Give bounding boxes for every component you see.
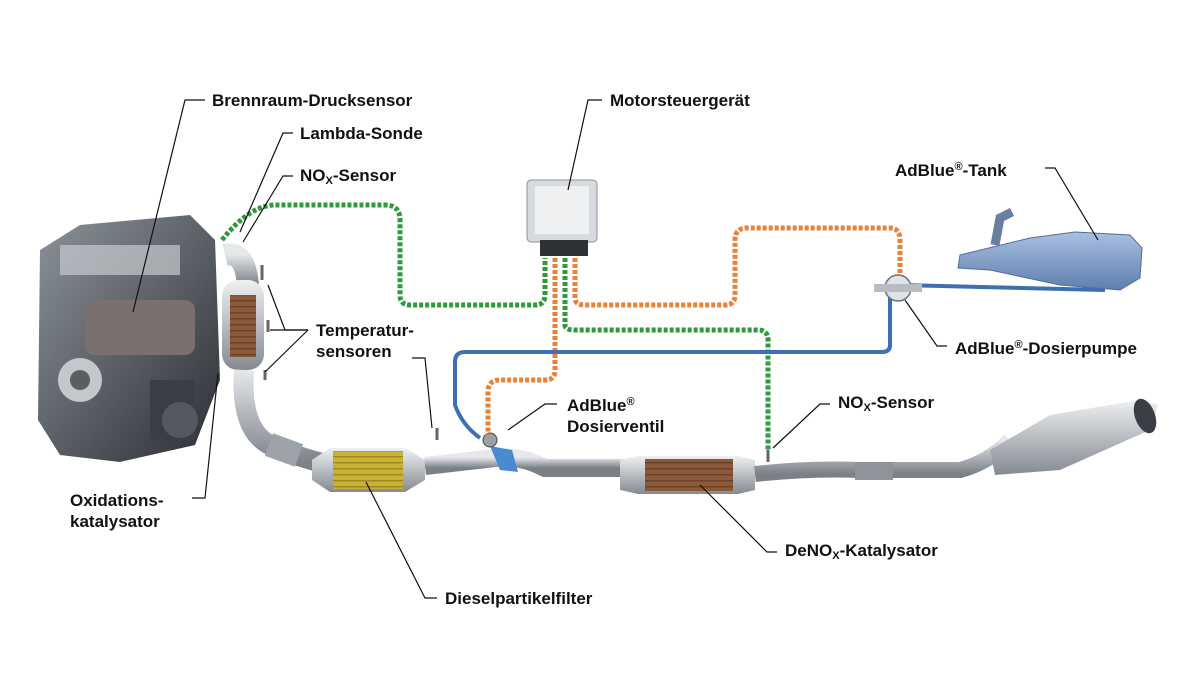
- label-oxidationskatalysator: Oxidations-katalysator: [70, 491, 164, 531]
- green-wire-nox-sensor: [220, 202, 548, 308]
- orange-wire-dosing-pump: [572, 225, 903, 308]
- label-adblue-dosierpumpe: AdBlue®-Dosierpumpe: [955, 339, 1137, 358]
- dpf-icon: [312, 448, 425, 492]
- rear-flex-joint: [855, 462, 893, 480]
- engine-icon: [38, 215, 220, 462]
- label-denox-katalysator: DeNOX-Katalysator: [785, 541, 938, 562]
- label-dieselpartikelfilter: Dieselpartikelfilter: [445, 589, 593, 608]
- dosing-valve-icon: [482, 432, 518, 472]
- orange-wire-dosing-valve: [485, 258, 558, 435]
- adblue-supply-line: [899, 283, 1106, 292]
- label-brennraum-drucksensor: Brennraum-Drucksensor: [212, 91, 413, 110]
- adblue-tank-icon: [957, 207, 1143, 291]
- label-adblue-tank: AdBlue®-Tank: [895, 161, 1007, 180]
- label-temperatursensoren: Temperatur-sensoren: [316, 321, 414, 361]
- label-lambda-sonde: Lambda-Sonde: [300, 124, 423, 143]
- exhaust-pipe-mid: [423, 448, 625, 477]
- label-nox-sensor-rear: NOX-Sensor: [838, 393, 935, 414]
- denox-catalyst-icon: [620, 456, 755, 494]
- label-nox-sensor-front: NOX-Sensor: [300, 166, 397, 187]
- dosing-pump-icon: [874, 274, 922, 302]
- flex-joint: [264, 433, 304, 467]
- oxidation-catalyst-icon: [222, 280, 264, 370]
- leader-lines: [132, 99, 1099, 599]
- green-wire-nox-sensor-rear: [562, 258, 771, 450]
- label-motorsteuergeraet: Motorsteuergerät: [610, 91, 750, 110]
- label-adblue-dosierventil: AdBlue®Dosierventil: [567, 396, 665, 436]
- ecu-icon: [526, 179, 598, 256]
- turbo-pipe: [222, 243, 259, 287]
- muffler-icon: [990, 398, 1158, 475]
- adblue-dosing-line: [453, 295, 892, 440]
